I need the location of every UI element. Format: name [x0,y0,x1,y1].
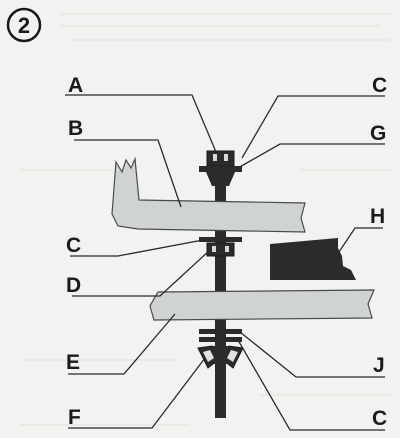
panel-h [270,238,356,280]
label-c-mid: C [66,234,81,257]
label-h: H [370,205,385,228]
washer-g [199,166,242,172]
label-c-bottom: C [372,407,387,430]
label-g: G [370,122,386,145]
label-j: J [373,354,385,377]
step-badge-circle [6,7,42,43]
label-c-top: C [372,74,387,97]
label-a: A [68,74,83,97]
flange-collar [206,172,235,186]
middle-nut [206,242,235,257]
wing-nut [197,345,244,369]
step-badge: 2 [6,7,42,43]
label-e: E [66,351,80,374]
label-d: D [66,274,81,297]
lower-washer [199,337,242,342]
top-nut [206,150,235,167]
middle-washer [199,237,242,242]
upper-board [111,156,306,233]
washer-j [199,329,242,334]
step-number: 2 [18,13,30,38]
label-b: B [68,117,83,140]
background-texture [20,13,390,426]
lower-board [149,289,375,321]
label-f: F [68,406,81,429]
leader-lines [65,94,385,431]
